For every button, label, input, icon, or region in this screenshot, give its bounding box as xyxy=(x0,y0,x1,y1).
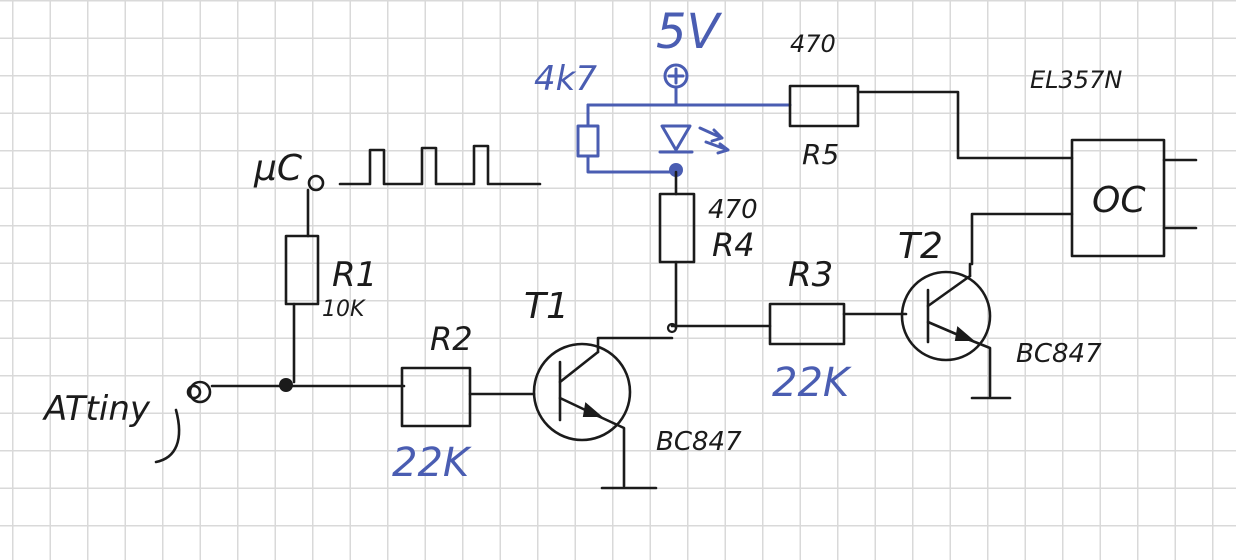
label-attiny: ATtiny xyxy=(42,389,151,429)
uc-terminal xyxy=(307,174,325,192)
label-r4-value: 470 xyxy=(708,195,758,225)
label-optocoupler-part: EL357N xyxy=(1030,66,1122,94)
t1-collector-node xyxy=(666,322,678,334)
led-resistor-4k7 xyxy=(576,103,678,174)
input-junction xyxy=(279,378,293,392)
r3-resistor xyxy=(768,302,846,346)
label-microcontroller: µC xyxy=(253,148,303,189)
label-t2-name: T2 xyxy=(898,226,943,267)
t2-transistor xyxy=(900,262,1012,400)
led-symbol xyxy=(658,124,730,155)
label-r2-name: R2 xyxy=(430,320,473,358)
label-supply-voltage: 5V xyxy=(656,4,723,60)
t1-transistor xyxy=(532,336,674,490)
label-t2-part: BC847 xyxy=(1016,339,1102,369)
r1-resistor xyxy=(284,234,320,306)
attiny-terminal xyxy=(186,380,212,404)
label-r3-name: R3 xyxy=(788,255,833,295)
t2-collector-to-oc-wire xyxy=(970,212,1074,266)
r5-to-oc-wire xyxy=(856,90,1074,160)
label-r2-value: 22K xyxy=(392,440,472,486)
supply-terminal xyxy=(663,63,689,89)
label-t1-part: BC847 xyxy=(656,427,742,457)
led-cathode-node xyxy=(669,163,683,177)
label-r4-name: R4 xyxy=(712,226,755,264)
label-t1-name: T1 xyxy=(524,286,569,327)
r4-resistor xyxy=(658,192,696,264)
optocoupler-box xyxy=(1070,138,1166,258)
label-r5-name: R5 xyxy=(802,138,839,171)
r5-resistor xyxy=(788,84,860,128)
attiny-input-hook xyxy=(154,408,181,464)
label-optocoupler-body: OC xyxy=(1092,180,1146,221)
optocoupler-output-pins xyxy=(1162,158,1198,230)
led-anode-wire xyxy=(586,85,678,107)
label-led-resistor-value: 4k7 xyxy=(534,59,597,99)
label-r1-value: 10K xyxy=(322,297,366,322)
label-r3-value: 22K xyxy=(772,360,852,406)
pwm-waveform xyxy=(338,144,542,186)
label-r1-name: R1 xyxy=(332,255,377,295)
r2-resistor xyxy=(400,366,472,428)
label-r5-value: 470 xyxy=(790,30,836,58)
